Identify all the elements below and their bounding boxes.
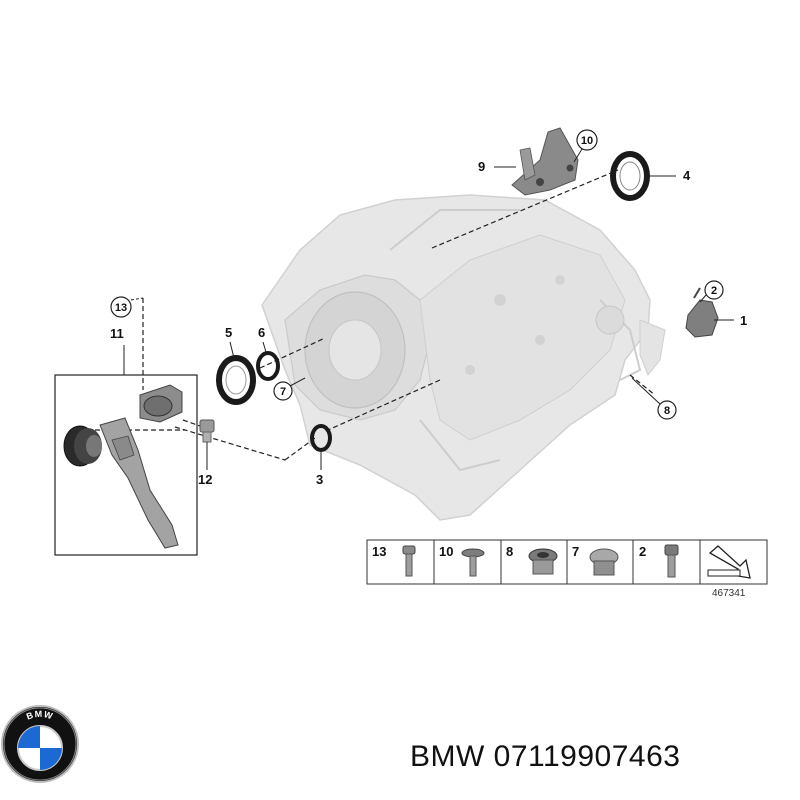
reference-number: 467341 xyxy=(712,588,746,599)
release-fork xyxy=(99,417,179,549)
callout-7: 7 xyxy=(273,377,306,401)
slave-cylinder xyxy=(139,384,183,423)
svg-text:7: 7 xyxy=(280,386,286,398)
callout-2: 2 xyxy=(699,280,724,303)
bmw-logo: BMW xyxy=(1,705,79,783)
legend-cell-arrow xyxy=(707,545,751,579)
callout-5: 5 xyxy=(225,325,232,340)
screw-plug-icon xyxy=(589,548,619,576)
callout-1: 1 xyxy=(740,313,747,328)
release-bearing xyxy=(63,425,102,467)
svg-text:10: 10 xyxy=(581,135,593,147)
svg-text:13: 13 xyxy=(115,302,127,314)
legend-cell-13: 13 xyxy=(372,544,416,577)
callout-labels: 1 3 4 5 6 9 11 12 xyxy=(110,159,747,487)
bolt-part xyxy=(199,419,215,443)
legend-cell-10: 10 xyxy=(439,544,485,577)
brand-name: BMW xyxy=(410,740,485,773)
callout-3: 3 xyxy=(316,472,323,487)
circled-callouts: 2 7 8 10 13 xyxy=(110,129,724,420)
bolt-icon xyxy=(402,545,416,577)
part-number: 07119907463 xyxy=(493,740,681,773)
callout-6: 6 xyxy=(258,325,265,340)
legend-cell-7: 7 xyxy=(572,544,619,576)
legend-number: 8 xyxy=(506,544,513,559)
hex-socket-bolt-icon xyxy=(664,544,679,578)
shaft-seal xyxy=(216,355,256,405)
gearbox-housing xyxy=(261,194,666,521)
legend-number: 13 xyxy=(372,544,386,559)
seal-ring xyxy=(610,151,650,201)
hex-plug-icon xyxy=(528,548,558,575)
legend-number: 2 xyxy=(639,544,646,559)
legend-cell-2: 2 xyxy=(639,544,679,578)
callout-11: 11 xyxy=(110,326,124,341)
part-caption: BMW 07119907463 xyxy=(410,740,680,774)
legend-number: 10 xyxy=(439,544,453,559)
legend-number: 7 xyxy=(572,544,579,559)
direction-arrow-icon xyxy=(707,545,751,579)
clutch-release-assembly xyxy=(54,374,198,556)
callout-13: 13 xyxy=(110,296,144,318)
callout-8: 8 xyxy=(631,377,677,420)
callout-4: 4 xyxy=(683,168,691,183)
svg-text:8: 8 xyxy=(664,405,670,417)
fastener-legend: 13 10 8 7 xyxy=(366,539,768,599)
legend-cell-8: 8 xyxy=(506,544,558,575)
callout-9: 9 xyxy=(478,159,485,174)
logo-ring-text: BMW xyxy=(25,709,55,722)
callout-12: 12 xyxy=(198,472,212,487)
bracket-part xyxy=(511,127,579,196)
callout-10: 10 xyxy=(573,129,598,163)
svg-text:2: 2 xyxy=(711,285,717,297)
flange-bolt-icon xyxy=(461,548,485,577)
o-ring xyxy=(256,351,280,381)
